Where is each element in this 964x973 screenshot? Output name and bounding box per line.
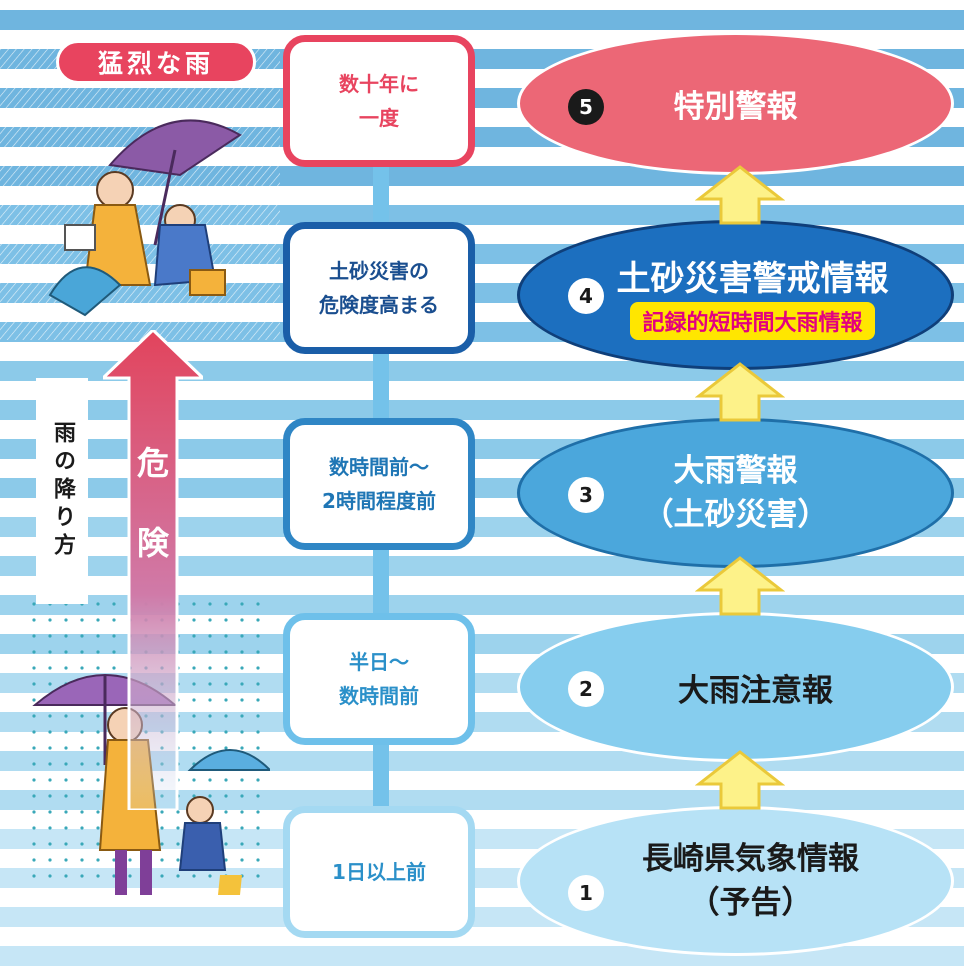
warning-sub-label-4: 記録的短時間大雨情報 xyxy=(630,301,875,340)
heavy-rain-title: 猛烈な雨 xyxy=(56,40,256,84)
up-arrow-icon xyxy=(695,750,785,810)
rain-intensity-label: 雨の降り方 xyxy=(36,378,88,604)
warning-oval-2: 2 大雨注意報 xyxy=(517,612,954,762)
warning-label-2: 大雨注意報 xyxy=(678,672,833,709)
level-number-1: 1 xyxy=(568,875,604,911)
danger-char-2: 険 xyxy=(136,524,169,562)
warning-oval-5: 5 特別警報 xyxy=(517,32,954,175)
warning-label-5: 特別警報 xyxy=(673,89,798,125)
warning-oval-1: 1 長崎県気象情報 （予告） xyxy=(517,806,954,956)
timing-label-2: 半日〜 数時間前 xyxy=(339,650,419,708)
timing-label-3: 数時間前〜 2時間程度前 xyxy=(322,455,436,513)
level-number-4: 4 xyxy=(568,278,604,314)
level-number-2: 2 xyxy=(568,671,604,707)
level-number-5: 5 xyxy=(568,89,604,125)
timing-box-5: 数十年に 一度 xyxy=(283,35,475,167)
heavy-rain-hatch xyxy=(0,40,280,340)
people-heavy-rain-illustration xyxy=(48,119,242,317)
timing-box-1: 1日以上前 xyxy=(283,806,475,938)
danger-arrow xyxy=(103,330,203,810)
background-stripe xyxy=(0,10,964,30)
danger-char-1: 危 xyxy=(136,444,169,482)
timing-label-5: 数十年に 一度 xyxy=(339,72,419,130)
warning-label-4: 土砂災害警戒情報 xyxy=(616,258,889,299)
up-arrow-icon xyxy=(695,556,785,616)
up-arrow-icon xyxy=(695,165,785,225)
level-number-3: 3 xyxy=(568,477,604,513)
timing-box-4: 土砂災害の 危険度高まる xyxy=(283,222,475,354)
timing-box-3: 数時間前〜 2時間程度前 xyxy=(283,418,475,550)
warning-oval-4: 4 土砂災害警戒情報 記録的短時間大雨情報 xyxy=(517,220,954,370)
warning-label-3: 大雨警報 （土砂災害） xyxy=(642,453,829,533)
up-arrow-icon xyxy=(695,362,785,422)
warning-label-1: 長崎県気象情報 （予告） xyxy=(642,841,859,921)
timing-box-2: 半日〜 数時間前 xyxy=(283,613,475,745)
timing-label-4: 土砂災害の 危険度高まる xyxy=(319,259,439,317)
warning-oval-3: 3 大雨警報 （土砂災害） xyxy=(517,418,954,568)
timing-label-1: 1日以上前 xyxy=(332,860,426,884)
